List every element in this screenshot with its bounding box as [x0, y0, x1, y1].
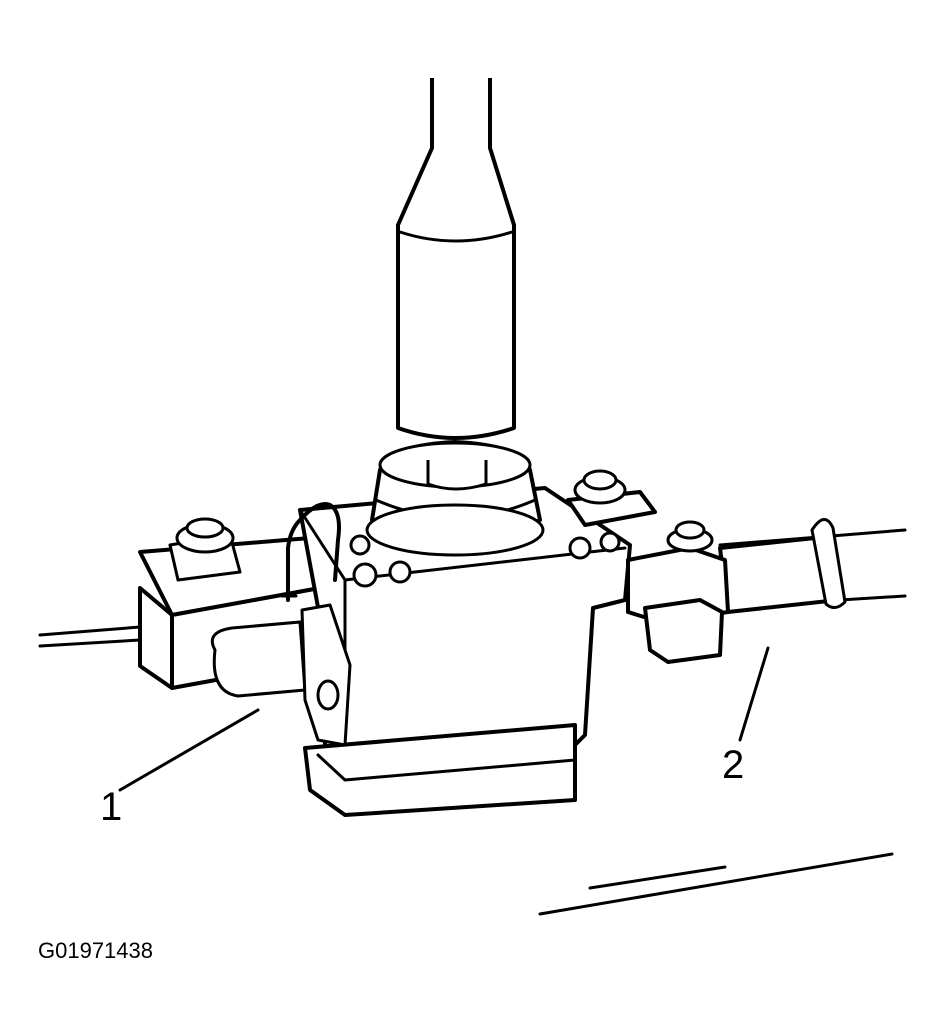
left-bracket — [138, 517, 327, 698]
callout-label-2: 2 — [722, 743, 744, 787]
shift-lever — [396, 78, 516, 440]
leader-line-1 — [118, 708, 260, 792]
leader-line-2 — [738, 646, 770, 742]
lever-boot — [365, 440, 545, 557]
leader-lines — [118, 646, 770, 792]
callout-label-1: 1 — [100, 785, 122, 829]
retaining-clip — [280, 502, 341, 602]
right-rod — [718, 518, 847, 614]
figure-id: G01971438 — [38, 938, 153, 963]
right-clamp — [566, 469, 730, 664]
shifter-housing — [298, 486, 632, 817]
